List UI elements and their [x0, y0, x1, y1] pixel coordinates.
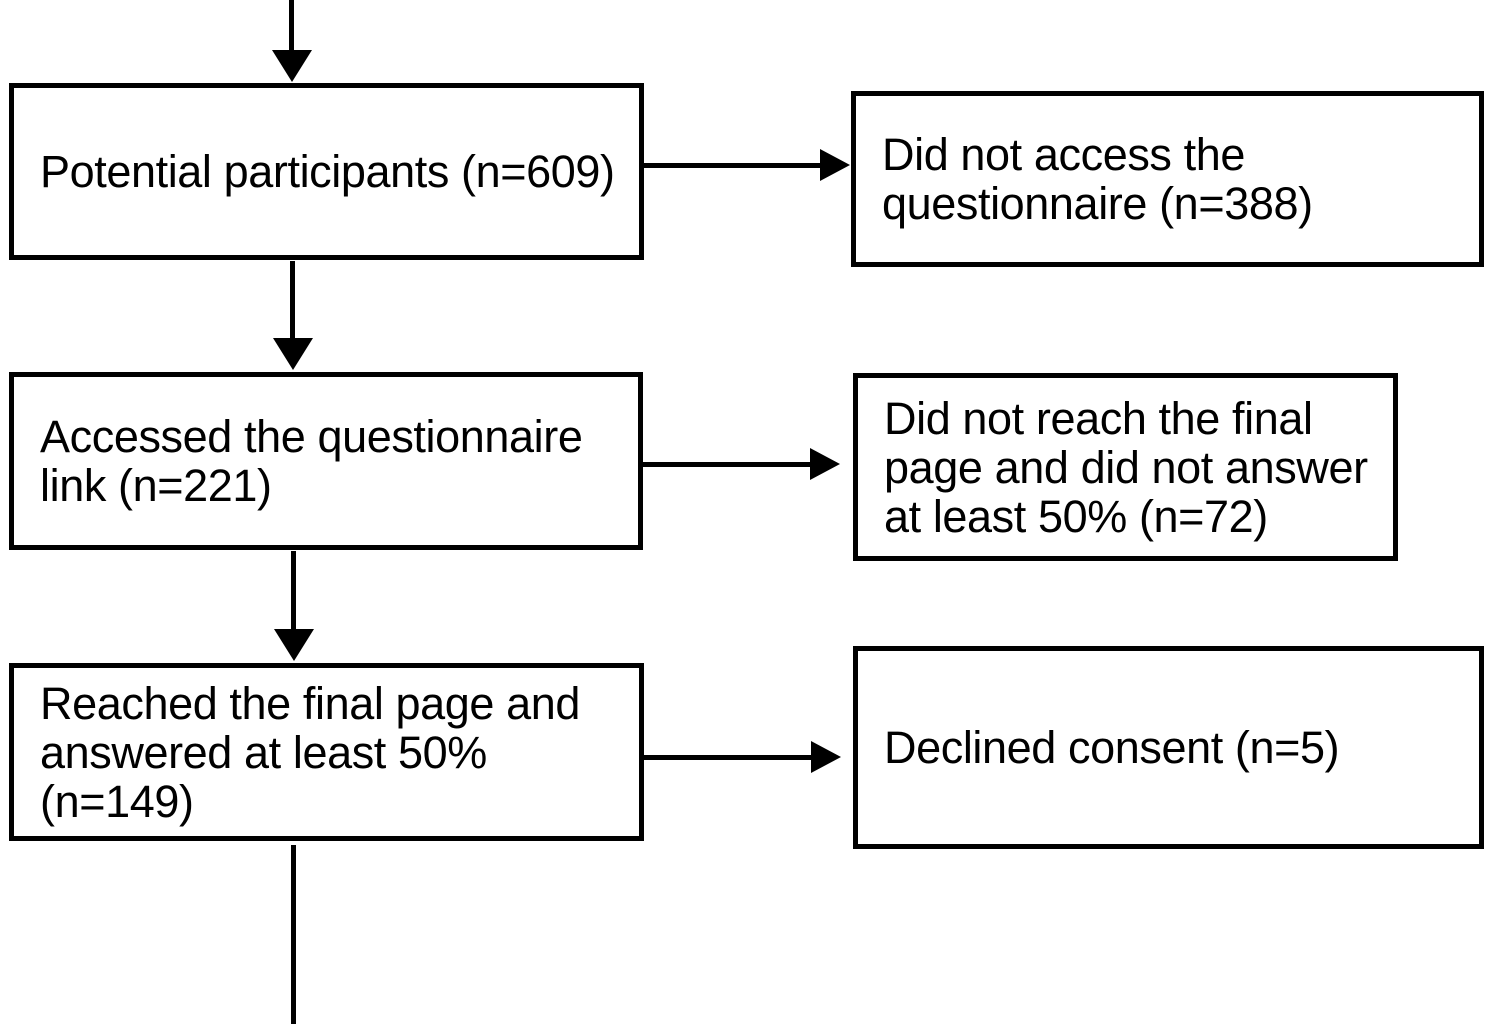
connector-participants-to-exclusion-line [643, 163, 824, 168]
arrow-down-icon-accessed-to-reached [274, 629, 314, 661]
connector-accessed-to-exclusion-line [641, 462, 813, 467]
flow-box-label-declined-consent: Declined consent (n=5) [884, 722, 1340, 773]
arrow-down-icon-entry [272, 50, 312, 82]
connector-reached-to-exclusion-line [642, 755, 814, 760]
arrow-right-icon-accessed-to-exclusion [810, 448, 840, 480]
connector-reached-to-next-line [291, 845, 296, 1024]
flow-box-label-accessed-link: Accessed the questionnaire link (n=221) [40, 411, 583, 511]
flow-box-did-not-access: Did not access the questionnaire (n=388) [851, 91, 1484, 267]
connector-participants-to-accessed-line [290, 261, 295, 341]
arrow-down-icon-participants-to-accessed [273, 338, 313, 370]
flow-box-label-potential-participants: Potential participants (n=609) [40, 146, 615, 197]
arrow-right-icon-participants-to-exclusion [820, 149, 850, 181]
flow-box-label-did-not-reach: Did not reach the final page and did not… [884, 392, 1368, 542]
flow-box-accessed-link: Accessed the questionnaire link (n=221) [9, 372, 643, 550]
flow-box-declined-consent: Declined consent (n=5) [853, 646, 1484, 849]
flow-box-label-did-not-access: Did not access the questionnaire (n=388) [882, 129, 1313, 229]
connector-accessed-to-reached-line [291, 551, 296, 631]
flow-box-reached-final-page: Reached the final page and answered at l… [9, 663, 644, 841]
arrow-right-icon-reached-to-exclusion [811, 741, 841, 773]
connector-entry-line [289, 0, 294, 52]
flow-box-label-reached-final-page: Reached the final page and answered at l… [40, 677, 581, 827]
flow-box-did-not-reach: Did not reach the final page and did not… [853, 373, 1398, 561]
flow-box-potential-participants: Potential participants (n=609) [9, 83, 644, 260]
